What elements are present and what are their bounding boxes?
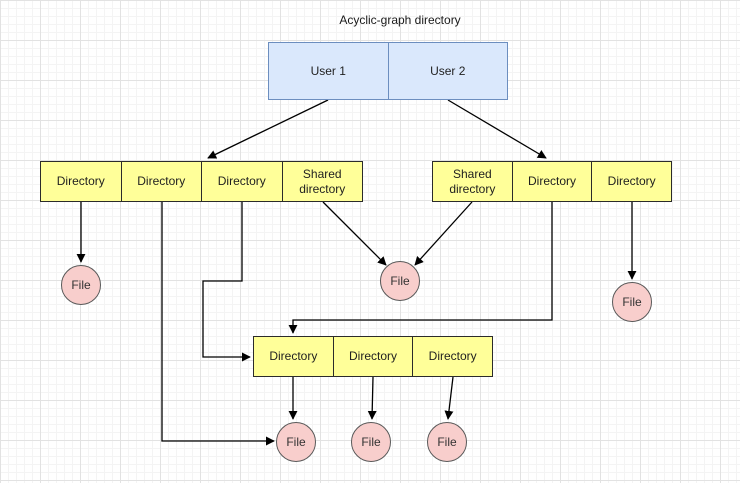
node-file-bottom-left[interactable]: File xyxy=(276,422,316,462)
node-right-shared-directory-label: Shared directory xyxy=(449,167,496,196)
node-middle-directory-2-label: Directory xyxy=(349,349,398,364)
middle-directory-row: Directory Directory Directory xyxy=(253,336,494,377)
node-user-2[interactable]: User 2 xyxy=(388,42,508,100)
edge-user1-to-left-row xyxy=(207,99,329,159)
node-file-center-label: File xyxy=(390,274,410,288)
node-middle-directory-1-label: Directory xyxy=(269,349,318,364)
node-left-directory-1-label: Directory xyxy=(56,174,105,189)
node-file-bottom-right[interactable]: File xyxy=(427,422,467,462)
node-file-left-label: File xyxy=(71,278,91,292)
node-left-directory-2-label: Directory xyxy=(137,174,186,189)
node-right-directory-3[interactable]: Directory xyxy=(592,161,673,202)
node-middle-directory-3-label: Directory xyxy=(428,349,477,364)
node-left-directory-2[interactable]: Directory xyxy=(121,161,202,202)
edge-left-dir2-to-file-bottom-left xyxy=(161,202,275,446)
node-user-2-label: User 2 xyxy=(430,63,466,78)
node-file-right[interactable]: File xyxy=(612,282,652,322)
node-file-bottom-right-label: File xyxy=(437,435,457,449)
node-left-shared-directory[interactable]: Shared directory xyxy=(282,161,363,202)
edge-right-dir2-to-middle-row xyxy=(288,202,553,334)
node-middle-directory-1[interactable]: Directory xyxy=(253,336,334,377)
node-user-1-label: User 1 xyxy=(310,63,346,78)
node-left-shared-directory-label: Shared directory xyxy=(299,167,346,196)
diagram-title: Acyclic-graph directory xyxy=(339,13,461,27)
edge-left-shared-to-file-center xyxy=(322,201,387,266)
right-directory-row: Shared directory Directory Directory xyxy=(432,161,673,202)
user-group-box: User 1 User 2 xyxy=(268,42,508,100)
edge-left-dir3-to-middle-row xyxy=(202,202,251,362)
edge-middle-dir3-to-file-bottom-right xyxy=(444,376,454,420)
node-middle-directory-2[interactable]: Directory xyxy=(333,336,414,377)
edge-right-shared-to-file-center xyxy=(414,201,473,266)
node-right-shared-directory[interactable]: Shared directory xyxy=(432,161,513,202)
node-file-bottom-center[interactable]: File xyxy=(351,422,391,462)
node-left-directory-3[interactable]: Directory xyxy=(202,161,283,202)
node-left-directory-1[interactable]: Directory xyxy=(40,161,122,202)
left-directory-row: Directory Directory Directory Shared dir… xyxy=(40,161,363,202)
node-file-bottom-left-label: File xyxy=(286,435,306,449)
edge-middle-dir2-to-file-bottom-center xyxy=(367,376,377,420)
node-file-right-label: File xyxy=(622,295,642,309)
node-file-left[interactable]: File xyxy=(61,265,101,305)
node-left-directory-3-label: Directory xyxy=(217,174,266,189)
node-right-directory-2[interactable]: Directory xyxy=(512,161,593,202)
node-user-1[interactable]: User 1 xyxy=(268,42,389,100)
node-right-directory-2-label: Directory xyxy=(528,174,577,189)
edge-user2-to-right-row xyxy=(447,99,547,159)
node-right-directory-3-label: Directory xyxy=(607,174,656,189)
node-middle-directory-3[interactable]: Directory xyxy=(413,336,494,377)
node-file-bottom-center-label: File xyxy=(361,435,381,449)
node-file-center[interactable]: File xyxy=(380,261,420,301)
